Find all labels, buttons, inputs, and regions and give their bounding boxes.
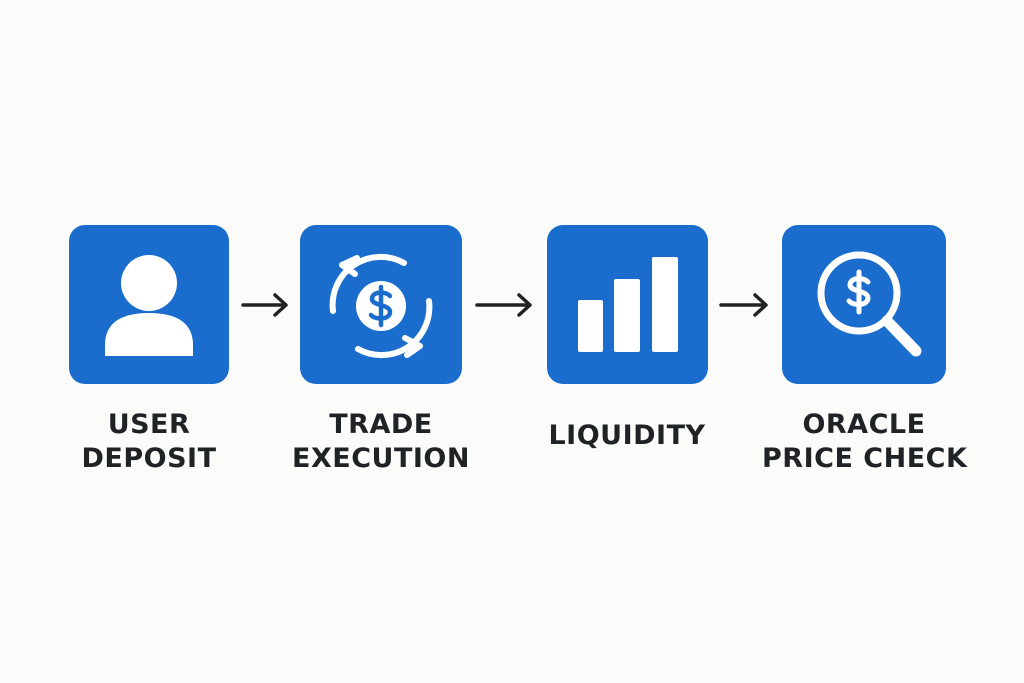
label-line: DEPOSIT	[81, 443, 217, 474]
dollar-magnifier-icon	[817, 251, 922, 357]
label-line: LIQUIDITY	[548, 420, 706, 451]
step-label-liquidity: LIQUIDITY	[527, 419, 727, 453]
step-label-trade-execution: TRADE EXECUTION	[281, 408, 481, 476]
step-label-user-deposit: USER DEPOSIT	[69, 408, 229, 476]
dollar-exchange-cycle-icon	[329, 253, 433, 359]
label-line: PRICE CHECK	[762, 443, 968, 474]
step-liquidity-tile	[547, 225, 708, 384]
label-line: TRADE	[329, 409, 433, 440]
step-trade-execution-tile	[300, 225, 462, 384]
arrow-right-icon	[474, 288, 534, 322]
step-label-oracle-price-check: ORACLE PRICE CHECK	[762, 408, 968, 476]
arrow-right-icon	[718, 288, 770, 322]
user-icon	[105, 255, 193, 356]
arrow-right-icon	[240, 288, 290, 322]
bar-chart-icon	[578, 257, 678, 352]
step-user-deposit-tile	[69, 225, 229, 384]
label-line: USER	[107, 409, 191, 440]
label-line: EXECUTION	[292, 443, 470, 474]
step-oracle-price-check-tile	[782, 225, 946, 384]
label-line: ORACLE	[802, 409, 926, 440]
